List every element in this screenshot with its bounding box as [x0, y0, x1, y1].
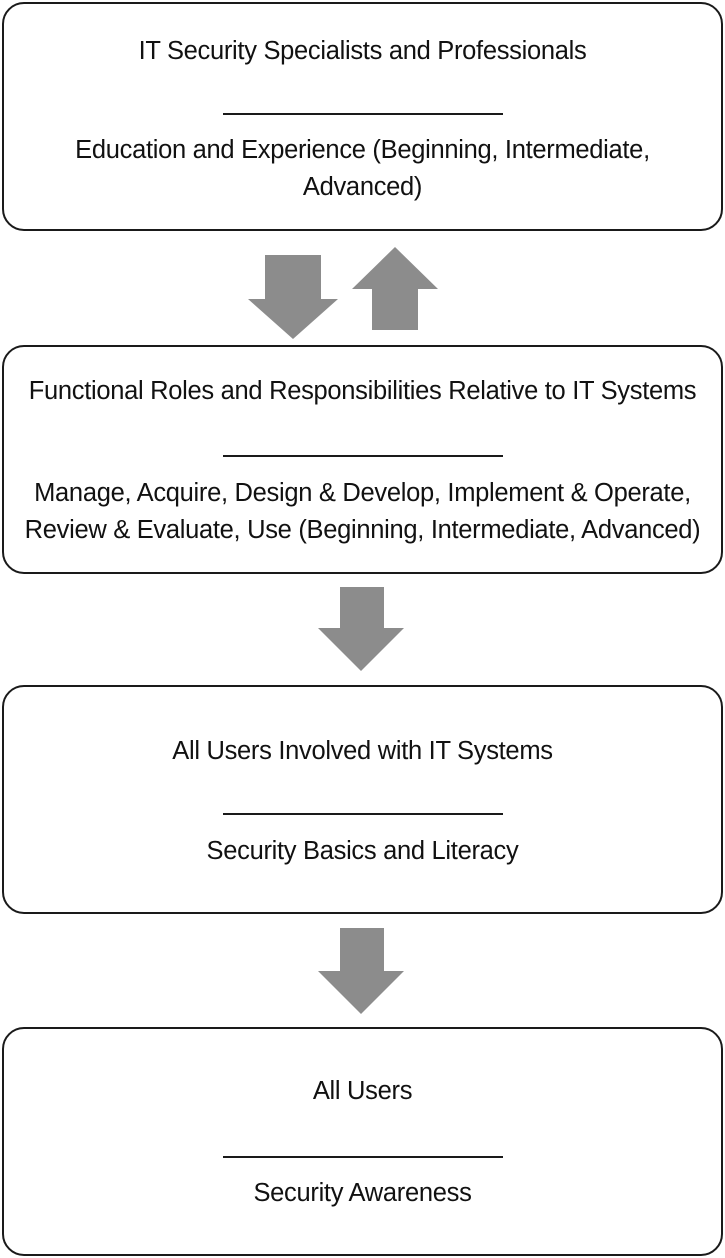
tier-box-functional-roles: Functional Roles and Responsibilities Re…	[2, 345, 723, 574]
tier-description-line: Education and Experience (Beginning, Int…	[75, 136, 650, 164]
up-arrow-icon	[352, 247, 438, 330]
tier-description-line: Security Basics and Literacy	[206, 837, 519, 865]
divider	[222, 113, 503, 115]
divider	[222, 813, 503, 815]
tier-title: All Users	[312, 1077, 413, 1105]
tier-box-all-users: All Users Security Awareness	[2, 1027, 723, 1256]
down-arrow-icon	[318, 587, 404, 671]
down-arrow-icon	[318, 928, 404, 1014]
divider	[222, 1156, 503, 1158]
tier-description-line: Advanced)	[302, 173, 423, 201]
down-arrow-icon	[248, 255, 338, 339]
tier-box-specialists: IT Security Specialists and Professional…	[2, 2, 723, 231]
tier-title: All Users Involved with IT Systems	[172, 737, 553, 765]
tier-description-line: Security Awareness	[253, 1179, 472, 1207]
tier-description-line: Review & Evaluate, Use (Beginning, Inter…	[24, 516, 701, 544]
tier-description-line: Manage, Acquire, Design & Develop, Imple…	[34, 479, 691, 507]
tier-title: Functional Roles and Responsibilities Re…	[28, 377, 697, 405]
tier-title: IT Security Specialists and Professional…	[138, 37, 587, 65]
tier-box-users-involved: All Users Involved with IT Systems Secur…	[2, 685, 723, 914]
divider	[222, 455, 503, 457]
